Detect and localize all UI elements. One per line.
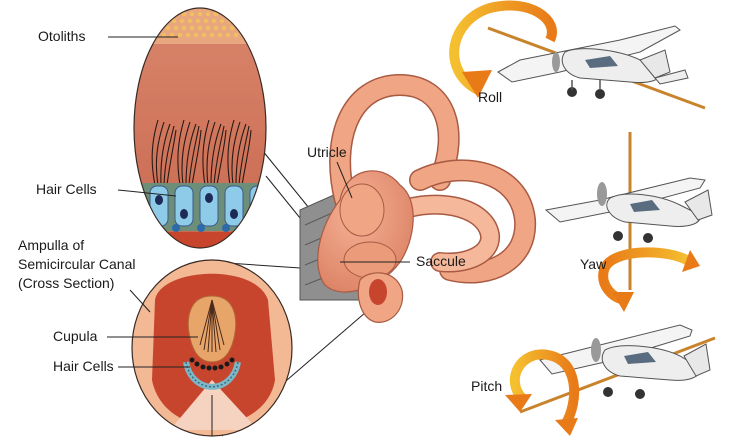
label-ampulla-line1: Ampulla of: [18, 237, 84, 254]
label-otoliths: Otoliths: [38, 28, 85, 45]
label-utricle: Utricle: [307, 144, 347, 161]
inner-ear: [300, 85, 525, 322]
label-ampulla-line2: Semicircular Canal: [18, 256, 135, 273]
label-hair-cells-bottom: Hair Cells: [53, 358, 114, 375]
macula-oval: [130, 5, 270, 257]
utricle-shape: [340, 184, 384, 236]
label-hair-cells-top: Hair Cells: [36, 181, 97, 198]
label-saccule: Saccule: [416, 253, 466, 270]
label-roll: Roll: [478, 89, 502, 106]
label-pitch: Pitch: [471, 378, 502, 395]
label-cupula: Cupula: [53, 328, 97, 345]
label-yaw: Yaw: [580, 256, 606, 273]
label-ampulla-line3: (Cross Section): [18, 275, 114, 292]
aircraft-pitch: [505, 325, 715, 436]
aircraft-yaw: [546, 132, 712, 312]
saccule-shape: [344, 242, 396, 278]
